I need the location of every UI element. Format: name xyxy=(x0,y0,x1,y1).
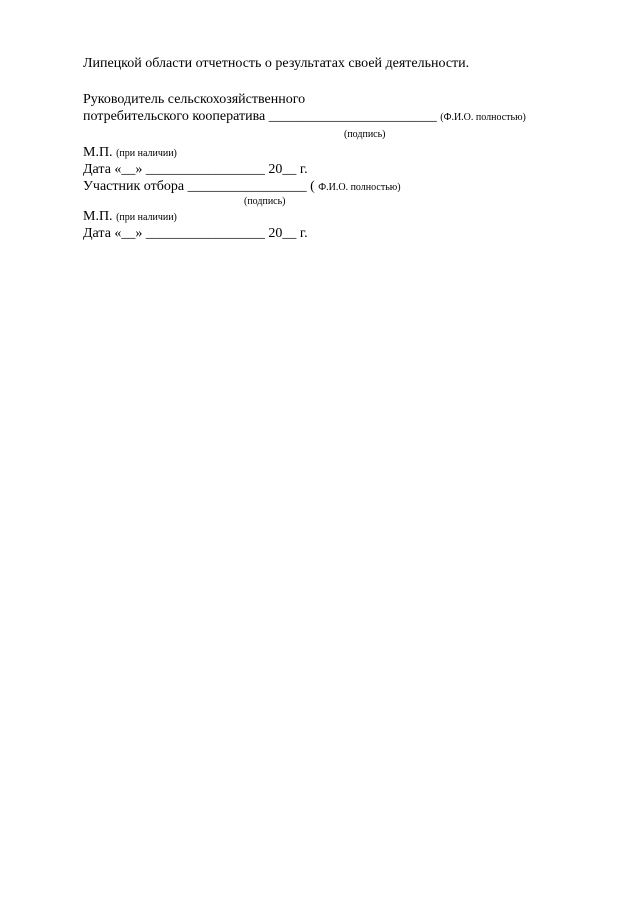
participant-fio-hint: Ф.И.О. полностью) xyxy=(318,182,401,193)
participant-signature-hint: (подпись) xyxy=(244,196,286,207)
head-title-line1: Руководитель сельскохозяйственного xyxy=(83,92,306,107)
head-date-line: Дата «__» _________________ 20__ г. xyxy=(83,162,308,177)
participant-title-label: Участник отбора xyxy=(83,179,185,194)
head-fio-hint: (Ф.И.О. полностью) xyxy=(440,112,526,123)
participant-fio-open-paren: ( xyxy=(310,179,315,194)
participant-title-line: Участник отбора _________________ ( Ф.И.… xyxy=(83,179,401,195)
participant-date-line: Дата «__» _________________ 20__ г. xyxy=(83,226,308,241)
head-signature-blank: ________________________ xyxy=(268,109,437,124)
participant-seal-note: (при наличии) xyxy=(116,212,177,223)
intro-line: Липецкой области отчетность о результата… xyxy=(83,56,470,71)
head-title-line2-label: потребительского кооператива xyxy=(83,109,266,124)
head-title-line2: потребительского кооператива ___________… xyxy=(83,109,526,125)
participant-seal-line: М.П. (при наличии) xyxy=(83,209,177,225)
participant-signature-blank: _________________ xyxy=(187,179,307,194)
head-seal-line: М.П. (при наличии) xyxy=(83,145,177,161)
head-seal-note: (при наличии) xyxy=(116,148,177,159)
participant-seal-label: М.П. xyxy=(83,209,113,224)
head-seal-label: М.П. xyxy=(83,145,113,160)
head-signature-hint: (подпись) xyxy=(344,129,386,140)
